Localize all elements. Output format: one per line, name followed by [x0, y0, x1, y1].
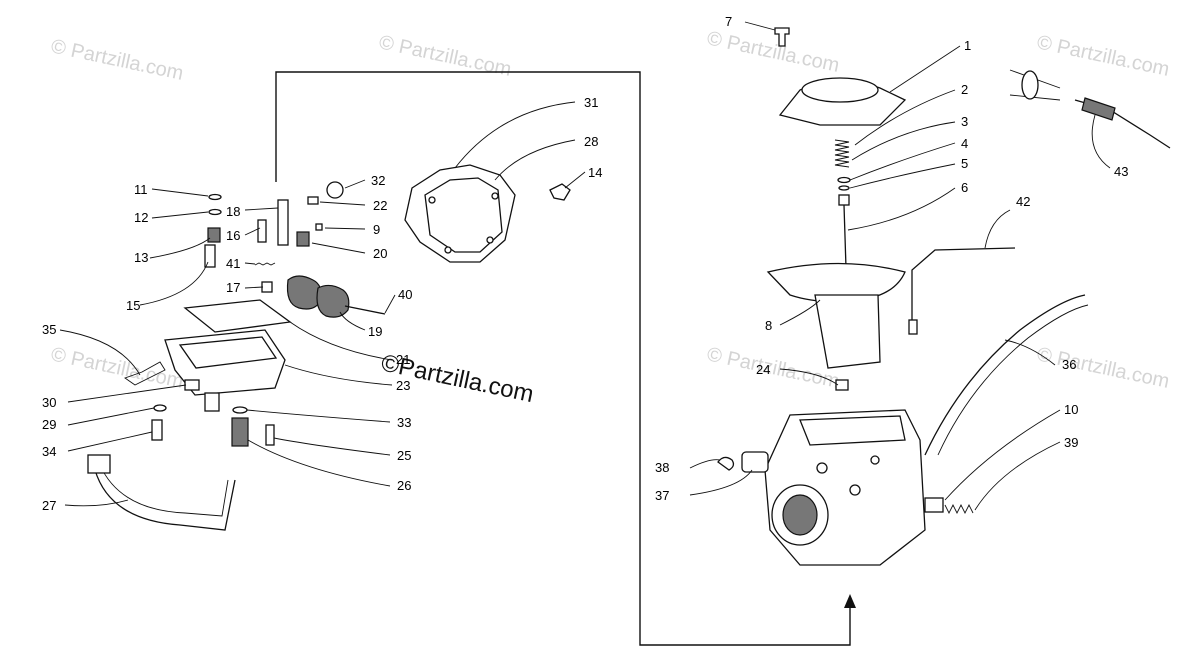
callout-43: 43	[1114, 164, 1128, 179]
spring-3	[834, 139, 850, 168]
callout-12: 12	[134, 210, 148, 225]
callout-9: 9	[373, 222, 380, 237]
washer-29	[153, 404, 167, 412]
callout-35: 35	[42, 322, 56, 337]
callout-18: 18	[226, 204, 240, 219]
carburetor-group	[717, 27, 1171, 566]
callout-13: 13	[134, 250, 148, 265]
callout-7: 7	[725, 14, 732, 29]
watermark: © Partzilla.com	[705, 27, 841, 77]
callout-34: 34	[42, 444, 56, 459]
callout-40: 40	[398, 287, 412, 302]
float-bowl-group	[87, 164, 571, 531]
fitting-37	[741, 451, 769, 473]
callout-3: 3	[961, 114, 968, 129]
oring-33	[232, 406, 248, 414]
bowl-drain	[204, 392, 220, 412]
screw-25	[265, 424, 275, 446]
callout-26: 26	[397, 478, 411, 493]
jet-needle	[843, 204, 847, 269]
callout-2: 2	[961, 82, 968, 97]
callout-31: 31	[584, 95, 598, 110]
watermark: © Partzilla.com	[1035, 343, 1171, 393]
callout-19: 19	[368, 324, 382, 339]
hose-fitting	[87, 454, 111, 474]
part-24	[835, 379, 849, 391]
vent-hose	[924, 294, 1086, 456]
callout-36: 36	[1062, 357, 1076, 372]
drain-hose	[94, 469, 236, 531]
part-17	[261, 281, 273, 293]
clip-38	[717, 456, 735, 471]
callout-25: 25	[397, 448, 411, 463]
needle-holder	[838, 194, 850, 206]
washer-4	[837, 176, 851, 184]
part-22	[307, 196, 319, 205]
screw-7	[774, 27, 790, 47]
float-bowl-rim	[178, 336, 278, 369]
callout-33: 33	[397, 415, 411, 430]
watermark: © Partzilla.com	[377, 31, 513, 81]
callout-labels: 1 2 3 4 5 6 7 8 9 10 11 12 13 14 15 16 1…	[42, 14, 1128, 513]
throttle-slide	[814, 294, 881, 369]
float-pin	[344, 305, 386, 315]
callout-17: 17	[226, 280, 240, 295]
callout-5: 5	[961, 156, 968, 171]
cover-plate	[424, 177, 503, 253]
callout-41: 41	[226, 256, 240, 271]
part-16	[257, 219, 267, 243]
callout-15: 15	[126, 298, 140, 313]
spring-41	[254, 262, 276, 266]
washer-12	[208, 208, 222, 216]
callout-1: 1	[964, 38, 971, 53]
callout-23: 23	[396, 378, 410, 393]
callout-37: 37	[655, 488, 669, 503]
callout-30: 30	[42, 395, 56, 410]
callout-4: 4	[961, 136, 968, 151]
callout-24: 24	[756, 362, 770, 377]
cap-32	[326, 181, 344, 199]
callout-28: 28	[584, 134, 598, 149]
callout-11: 11	[134, 182, 148, 197]
needle-15	[204, 244, 216, 268]
watermark: © Partzilla.com	[705, 343, 841, 393]
callout-29: 29	[42, 417, 56, 432]
callout-32: 32	[371, 173, 385, 188]
bowl-gasket	[183, 299, 292, 333]
callout-21: 21	[396, 352, 410, 367]
choke-cable	[911, 247, 1016, 330]
part-9	[315, 223, 323, 231]
callout-6: 6	[961, 180, 968, 195]
callout-39: 39	[1064, 435, 1078, 450]
callout-38: 38	[655, 460, 669, 475]
tube-18	[277, 199, 289, 246]
float-left	[286, 275, 322, 310]
spring-39	[944, 503, 974, 515]
float-right	[316, 284, 350, 318]
callout-8: 8	[765, 318, 772, 333]
assembly-bracket	[275, 71, 856, 646]
clip-5	[838, 185, 850, 191]
callout-27: 27	[42, 498, 56, 513]
screw-34	[151, 419, 163, 441]
callout-42: 42	[1016, 194, 1030, 209]
spring-26	[231, 417, 249, 447]
callout-10: 10	[1064, 402, 1078, 417]
watermark: © Partzilla.com	[49, 35, 185, 85]
arrow-up-icon	[844, 594, 856, 608]
leader-lines	[59, 21, 1111, 511]
callout-16: 16	[226, 228, 240, 243]
callout-22: 22	[373, 198, 387, 213]
spring-13	[207, 227, 221, 243]
screw-10	[924, 497, 944, 513]
oring-11	[208, 193, 222, 201]
part-30	[184, 379, 200, 391]
watermark: © Partzilla.com	[1035, 31, 1171, 81]
spring-20	[296, 231, 310, 247]
callout-14: 14	[588, 165, 602, 180]
callout-20: 20	[373, 246, 387, 261]
